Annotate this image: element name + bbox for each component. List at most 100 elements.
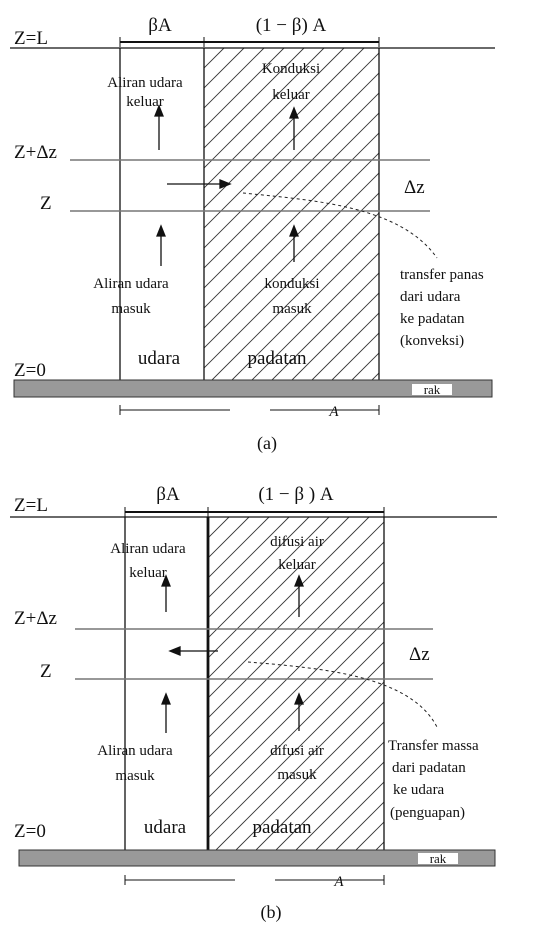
- z-zero-label-a: Z=0: [14, 360, 46, 381]
- hatch-line: [231, 232, 379, 380]
- air-region-label-a: udara: [138, 348, 181, 369]
- solid-in-arrow-a: [289, 224, 299, 237]
- width-air-label-a: βA: [148, 15, 172, 36]
- solid-region-label-a: padatan: [247, 348, 307, 369]
- width-solid-label-b: (1 − β ) A: [258, 484, 334, 505]
- svg-text:dari udara: dari udara: [400, 289, 461, 305]
- hatch-line: [209, 641, 384, 818]
- hatch-line: [209, 601, 384, 778]
- hatch-line: [204, 48, 245, 89]
- air-out-label-b: Aliran udara: [110, 541, 186, 557]
- air-out-arrow-b: [161, 574, 171, 587]
- hatch-line: [209, 517, 230, 538]
- hatch-line: [209, 517, 310, 618]
- hatch-line: [204, 152, 379, 329]
- delta-z-label-a: Δz: [404, 177, 425, 198]
- hatch-line: [209, 661, 384, 838]
- width-solid-label-a: (1 − β) A: [256, 15, 327, 36]
- hatch-line: [275, 741, 384, 850]
- z-label-b: Z: [40, 661, 52, 682]
- hatch-line: [204, 72, 379, 249]
- hatch-line: [204, 192, 379, 369]
- hatch-line: [375, 841, 384, 850]
- svg-text:keluar: keluar: [126, 94, 163, 110]
- hatch-line: [204, 52, 379, 229]
- hatch-line: [255, 721, 384, 850]
- hatch-line: [271, 272, 379, 380]
- solid-in-label-a: konduksi: [264, 276, 319, 292]
- evaporation-arrow-b: [168, 646, 181, 656]
- total-width-label-a: A: [328, 404, 339, 420]
- rack-b: [18, 849, 496, 867]
- svg-text:ke padatan: ke padatan: [400, 311, 465, 327]
- hatch-line: [351, 352, 379, 380]
- transfer-leader-a: [242, 192, 438, 259]
- caption-a: (a): [257, 433, 277, 454]
- hatch-line: [291, 292, 379, 380]
- z-zero-label-b: Z=0: [14, 821, 46, 842]
- air-in-label-b: Aliran udara: [97, 743, 173, 759]
- rack-label-a: rak: [424, 382, 441, 397]
- hatch-line: [251, 252, 379, 380]
- svg-text:keluar: keluar: [278, 557, 315, 573]
- hatch-line: [209, 561, 384, 738]
- hatch-line: [209, 517, 370, 678]
- hatch-line: [235, 701, 384, 850]
- solid-out-label-b: difusi air: [270, 534, 324, 550]
- hatch-line: [209, 517, 290, 598]
- svg-text:ke udara: ke udara: [393, 782, 445, 798]
- hatch-line: [371, 372, 379, 380]
- svg-text:keluar: keluar: [129, 565, 166, 581]
- delta-z-label-b: Δz: [409, 644, 430, 665]
- air-region-label-b: udara: [144, 817, 187, 838]
- hatch-line: [204, 48, 365, 209]
- hatch-line: [204, 48, 285, 129]
- hatch-line: [204, 112, 379, 289]
- svg-text:keluar: keluar: [272, 87, 309, 103]
- air-in-arrow-b: [161, 692, 171, 705]
- solid-out-label-a: Konduksi: [262, 61, 320, 77]
- hatch-line: [204, 48, 265, 109]
- hatch-line: [209, 541, 384, 718]
- hatch-line: [215, 681, 384, 850]
- air-in-arrow-a: [156, 224, 166, 237]
- solid-hatch-b: [209, 517, 384, 850]
- z-top-label-a: Z=L: [14, 28, 48, 49]
- width-air-label-b: βA: [156, 484, 180, 505]
- svg-text:masuk: masuk: [115, 768, 155, 784]
- hatch-line: [204, 48, 305, 149]
- z-dz-label-a: Z+Δz: [14, 142, 57, 163]
- air-out-label-a: Aliran udara: [107, 75, 183, 91]
- hatch-line: [204, 172, 379, 349]
- rack-label-box-b: [418, 853, 458, 864]
- svg-text:(penguapan): (penguapan): [390, 805, 465, 821]
- solid-out-arrow-b: [294, 574, 304, 587]
- z-top-label-b: Z=L: [14, 495, 48, 516]
- diagram-b: rak A βA (1 − β ) A Z=L Z+Δz Z Z=0 Δz Al…: [10, 484, 497, 923]
- svg-text:dari padatan: dari padatan: [392, 760, 466, 776]
- hatch-line: [209, 521, 384, 698]
- solid-out-arrow-a: [289, 106, 299, 119]
- svg-text:masuk: masuk: [111, 301, 151, 317]
- hatch-line: [204, 48, 225, 69]
- hatch-line: [355, 821, 384, 850]
- air-in-label-a: Aliran udara: [93, 276, 169, 292]
- hatch-line: [209, 517, 330, 638]
- total-width-label-b: A: [333, 874, 344, 890]
- z-dz-label-b: Z+Δz: [14, 608, 57, 629]
- hatch-line: [315, 781, 384, 850]
- hatch-line: [209, 517, 270, 578]
- solid-hatch-a: [204, 48, 379, 380]
- hatch-line: [204, 92, 379, 269]
- z-label-a: Z: [40, 193, 52, 214]
- transfer-label-b: Transfer massa: [388, 738, 479, 754]
- svg-text:masuk: masuk: [277, 767, 317, 783]
- rack-label-box-a: [412, 384, 452, 395]
- solid-in-arrow-b: [294, 692, 304, 705]
- hatch-line: [204, 48, 325, 169]
- diagram-a: rak A βA (1 − β) A Z=L Z+Δz Z Z=0 Δz Al: [10, 15, 495, 454]
- hatch-line: [211, 212, 379, 380]
- rack-label-b: rak: [430, 851, 447, 866]
- hatch-line: [204, 48, 205, 49]
